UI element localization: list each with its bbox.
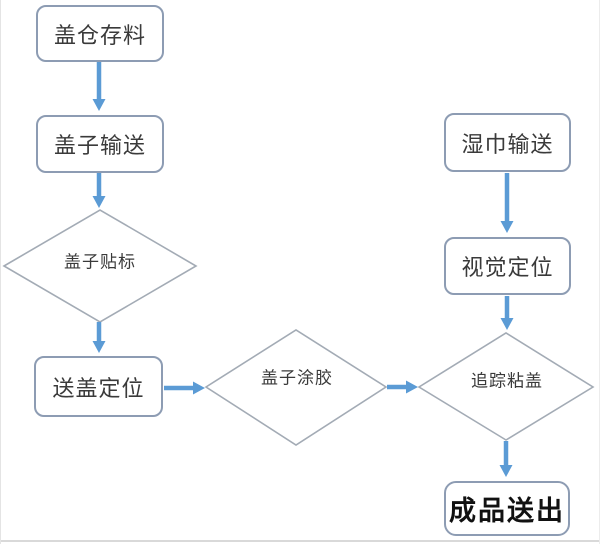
node-vision-positioning: 视觉定位 [444, 237, 571, 295]
node-label: 成品送出 [449, 496, 565, 526]
connector-positioning-to-gluing [164, 381, 205, 395]
decision-label-tracking-capping: 追踪粘盖 [471, 371, 543, 391]
decision-shape-cap-gluing [204, 329, 388, 446]
decision-shape-tracking-capping [417, 332, 595, 441]
connector-gluing-to-tracking [387, 380, 418, 394]
node-label: 湿巾输送 [461, 131, 554, 157]
node-label: 视觉定位 [461, 255, 554, 280]
node-label: 送盖定位 [52, 375, 145, 401]
connector-labeling-to-positioning [92, 322, 106, 353]
node-label: 盖子输送 [53, 133, 146, 158]
node-wipes-conveying: 湿巾输送 [444, 113, 571, 172]
decision-label-cap-labeling: 盖子贴标 [64, 252, 136, 272]
decision-shape-cap-labeling [2, 209, 198, 323]
connector-conveying-to-labeling [92, 173, 106, 208]
node-cap-conveying: 盖子输送 [36, 115, 164, 173]
node-cap-magazine-storage: 盖仓存料 [36, 5, 164, 62]
node-cap-feed-positioning: 送盖定位 [34, 356, 163, 417]
decision-label-cap-gluing: 盖子涂胶 [261, 368, 333, 388]
page-bottom-border [1, 540, 599, 542]
connector-wipes-to-vision [500, 173, 514, 233]
connector-tracking-to-output [499, 441, 513, 477]
node-label: 盖仓存料 [53, 22, 146, 48]
connector-storage-to-conveying [92, 62, 106, 111]
node-finished-product-out: 成品送出 [444, 481, 570, 536]
connector-vision-to-tracking [500, 296, 514, 330]
